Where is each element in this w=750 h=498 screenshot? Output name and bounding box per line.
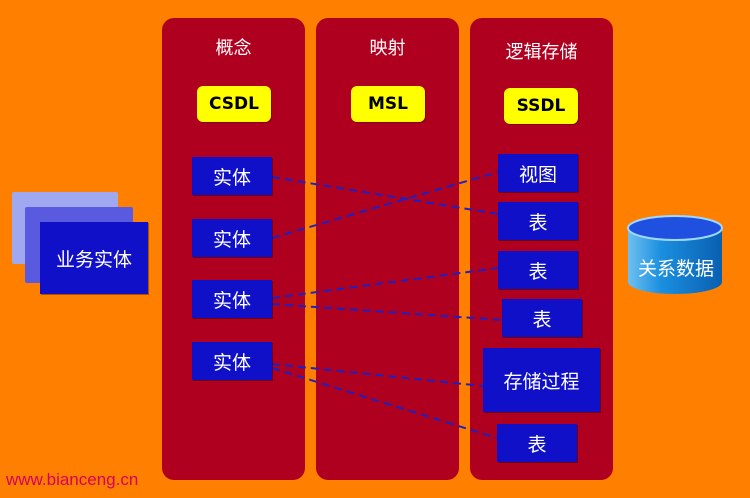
link-entity3-table2 [271, 267, 499, 299]
storage-table-box: 表 [497, 424, 577, 462]
link-entity2-view [271, 171, 499, 239]
entity-box: 实体 [192, 280, 272, 318]
ssdl-tag: SSDL [504, 88, 578, 124]
watermark: www.bianceng.cn [6, 470, 139, 489]
entity-box: 实体 [192, 219, 272, 257]
database-icon [627, 215, 723, 294]
entity-box: 实体 [192, 157, 272, 195]
storage-table-box: 表 [498, 202, 578, 240]
panel-title-mapping: 映射 [369, 38, 406, 59]
storage-view-box: 视图 [498, 154, 578, 192]
storage-table-box: 表 [498, 251, 578, 289]
storage-procedure-box: 存储过程 [483, 348, 600, 412]
entity-box: 实体 [192, 342, 272, 380]
csdl-tag: CSDL [197, 86, 271, 122]
panel-title-logical-storage: 逻辑存储 [505, 42, 578, 63]
link-entity4-table4 [271, 367, 498, 439]
msl-tag: MSL [351, 86, 425, 122]
database-label: 关系数据 [637, 258, 714, 280]
panel-title-conceptual: 概念 [215, 38, 252, 59]
link-entity3-table3 [271, 303, 503, 321]
storage-table-box: 表 [502, 299, 582, 337]
business-entity-box: 业务实体 [40, 222, 148, 294]
link-entity4-procedure [271, 363, 484, 387]
